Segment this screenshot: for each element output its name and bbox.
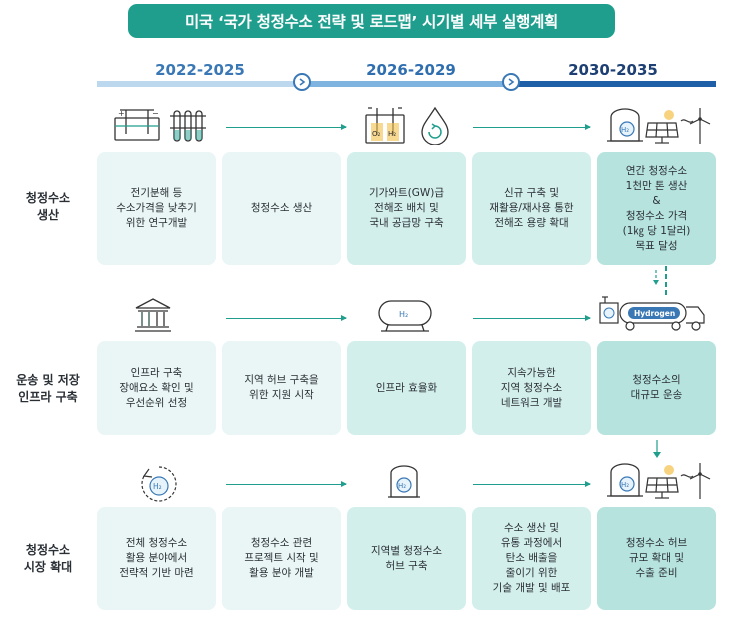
timeline-bar-1 (97, 81, 303, 87)
cell-market-2: 청정수소 관련 프로젝트 시작 및 활용 분야 개발 (222, 507, 341, 610)
row1-arrow-2 (473, 124, 591, 130)
h2-station-label: H₂ (398, 482, 406, 490)
cell-infrastructure-4: 지속가능한 지역 청정수소 네트워크 개발 (472, 341, 591, 435)
recycle-drop-icon (421, 106, 449, 145)
h2-cycle-icon: H₂ (141, 466, 177, 502)
h2-cycle-label: H₂ (153, 482, 162, 491)
cell-production-2: 청정수소 생산 (222, 152, 341, 265)
o2-label: O₂ (372, 130, 381, 138)
cell-infrastructure-2: 지역 허브 구축을 위한 지원 시작 (222, 341, 341, 435)
row1-arrow-1 (226, 124, 347, 130)
wind-turbine-icon (680, 108, 711, 144)
page-title: 미국 ‘국가 청정수소 전략 및 로드맵’ 시기별 세부 실행계획 (128, 4, 615, 38)
h2-label: H₂ (388, 130, 396, 138)
cell-production-4: 신규 구축 및 재활용/재사용 통한 전해조 용량 확대 (472, 152, 591, 265)
electrolysis-icon: +− (114, 109, 160, 141)
cell-infrastructure-1: 인프라 구축 장애요소 확인 및 우선순위 선정 (97, 341, 216, 435)
solar-panel-icon-row3 (645, 465, 679, 499)
timeline-bar-2 (303, 81, 511, 87)
period-label-1: 2022-2025 (155, 61, 245, 79)
svg-text:−: − (152, 109, 159, 118)
test-tubes-icon (170, 110, 206, 142)
cell-production-3: 기가와트(GW)급 전해조 배치 및 국내 공급망 구축 (347, 152, 466, 265)
row-label-production: 청정수소 생산 (25, 191, 71, 222)
column5-connector-1 (653, 266, 667, 296)
cell-market-4: 수소 생산 및 유통 과정에서 탄소 배출을 줄이기 위한 기술 개발 및 배포 (472, 507, 591, 610)
row3-arrow-2 (473, 481, 591, 487)
row3-arrow-1 (226, 481, 347, 487)
h2-storage-label: H₂ (399, 310, 408, 319)
column5-connector-2 (653, 440, 661, 458)
government-building-icon (135, 298, 171, 332)
h2-station-icon: H₂ (388, 465, 420, 498)
h2-tank-icon: H₂ (607, 108, 643, 142)
timeline-next-icon-2 (502, 73, 520, 91)
h2-tank-row3-label: H₂ (621, 481, 629, 489)
svg-text:+: + (118, 109, 125, 118)
cell-infrastructure-5: 청정수소의 대규모 운송 (597, 341, 716, 435)
row-label-infrastructure: 운송 및 저장 인프라 구축 (16, 373, 80, 404)
timeline-bar-3 (511, 81, 716, 87)
h2-tank-label: H₂ (621, 126, 629, 134)
h2-tank-icon-row3: H₂ (607, 463, 643, 497)
solar-panel-icon (645, 110, 679, 144)
cell-market-3: 지역별 청정수소 허브 구축 (347, 507, 466, 610)
cell-infrastructure-3: 인프라 효율화 (347, 341, 466, 435)
row-label-market: 청정수소 시장 확대 (23, 543, 73, 574)
hydrogen-label: Hydrogen (634, 309, 675, 318)
row2-arrow-1 (226, 315, 347, 321)
cell-market-1: 전체 청정수소 활용 분야에서 전략적 기반 마련 (97, 507, 216, 610)
cell-market-5: 청정수소 허브 규모 확대 및 수출 준비 (597, 507, 716, 610)
timeline-next-icon-1 (293, 73, 311, 91)
period-label-2: 2026-2029 (366, 61, 456, 79)
wind-turbine-icon-row3 (680, 463, 711, 499)
cell-production-5: 연간 청정수소 1천만 톤 생산 & 청정수소 가격 (1㎏ 당 1달러) 목표… (597, 152, 716, 265)
cell-production-1: 전기분해 등 수소가격을 낮추기 위한 연구개발 (97, 152, 216, 265)
h2-storage-tank-icon: H₂ (378, 300, 432, 332)
electrolyzer-icon: O₂ H₂ (365, 107, 405, 144)
hydrogen-truck-icon: Hydrogen (599, 296, 705, 331)
row2-arrow-2 (473, 315, 591, 321)
period-label-3: 2030-2035 (568, 61, 658, 79)
